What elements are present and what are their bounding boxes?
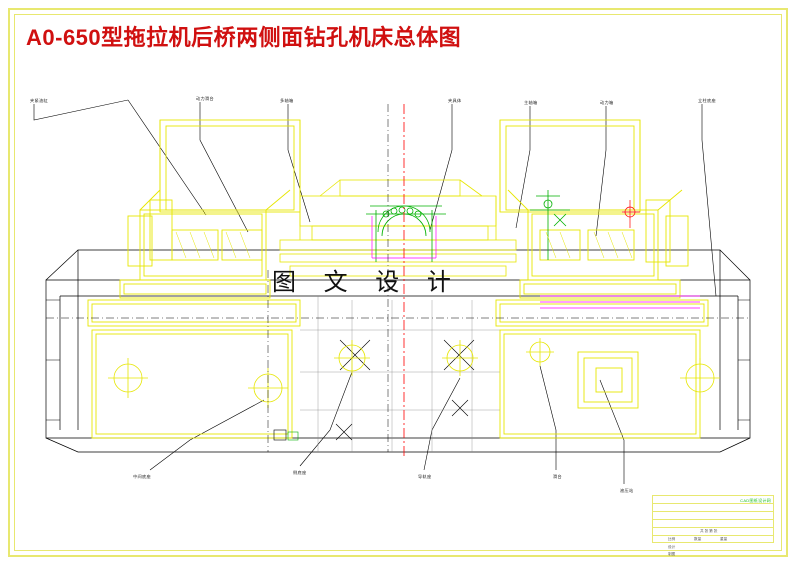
right-hatching bbox=[545, 231, 633, 259]
callout-bottom-3: 导轨座 bbox=[418, 474, 432, 479]
right-machine-body bbox=[495, 119, 709, 439]
title-block-row bbox=[653, 520, 773, 528]
title-block-row bbox=[653, 504, 773, 512]
title-block-field-design: 设计 bbox=[668, 545, 676, 549]
leader-lines-bottom bbox=[149, 365, 625, 484]
title-block-field-sheets: 共 张 第 张 bbox=[700, 529, 718, 533]
callout-bottom-4: 滑台 bbox=[553, 474, 562, 479]
sheet-border-inner bbox=[14, 14, 782, 551]
callout-top-7: 立柱底座 bbox=[698, 98, 716, 103]
title-block-field-weight: 重量 bbox=[720, 537, 728, 541]
right-red-marks bbox=[622, 200, 640, 228]
center-grid bbox=[300, 296, 500, 452]
lower-center-detail bbox=[273, 429, 299, 441]
callout-top-5: 主轴箱 bbox=[524, 100, 538, 105]
callout-bottom-2: 侧底座 bbox=[293, 470, 307, 475]
callout-bottom-5: 液压站 bbox=[620, 488, 634, 493]
title-block-row bbox=[653, 528, 773, 536]
watermark-text: 图 文 设 计 bbox=[272, 268, 461, 296]
left-machine-body bbox=[87, 119, 301, 439]
center-fixture bbox=[279, 179, 517, 277]
base-crosshairs bbox=[108, 338, 720, 408]
sheet-border-outer bbox=[8, 8, 788, 557]
title-block-row bbox=[653, 512, 773, 520]
right-magenta-rail bbox=[540, 295, 700, 309]
callout-bottom-1: 中间底座 bbox=[133, 474, 151, 479]
callout-top-6: 动力箱 bbox=[600, 100, 614, 105]
title-block-row bbox=[653, 496, 773, 504]
title-block-field-scale: 比例 bbox=[668, 537, 676, 541]
left-hatching bbox=[175, 231, 251, 259]
drill-spindle-group bbox=[366, 205, 446, 262]
callout-top-1: 夹紧油缸 bbox=[30, 98, 48, 103]
page-title: A0-650型拖拉机后桥两侧面钻孔机床总体图 bbox=[26, 25, 462, 50]
callout-top-2: 动力滑台 bbox=[196, 96, 214, 101]
title-block: CAD图纸设计网 bbox=[652, 495, 774, 543]
cad-site-watermark: CAD图纸设计网 bbox=[740, 498, 771, 503]
right-green-detail bbox=[530, 190, 570, 260]
title-block-field-draw: 制图 bbox=[668, 552, 676, 556]
callout-top-3: 多轴箱 bbox=[280, 98, 294, 103]
callout-top-4: 夹具体 bbox=[448, 98, 462, 103]
dimension-ticks bbox=[46, 299, 750, 421]
leader-lines-top bbox=[33, 99, 717, 297]
center-lines bbox=[46, 104, 750, 452]
title-block-field-qty: 数量 bbox=[694, 537, 702, 541]
